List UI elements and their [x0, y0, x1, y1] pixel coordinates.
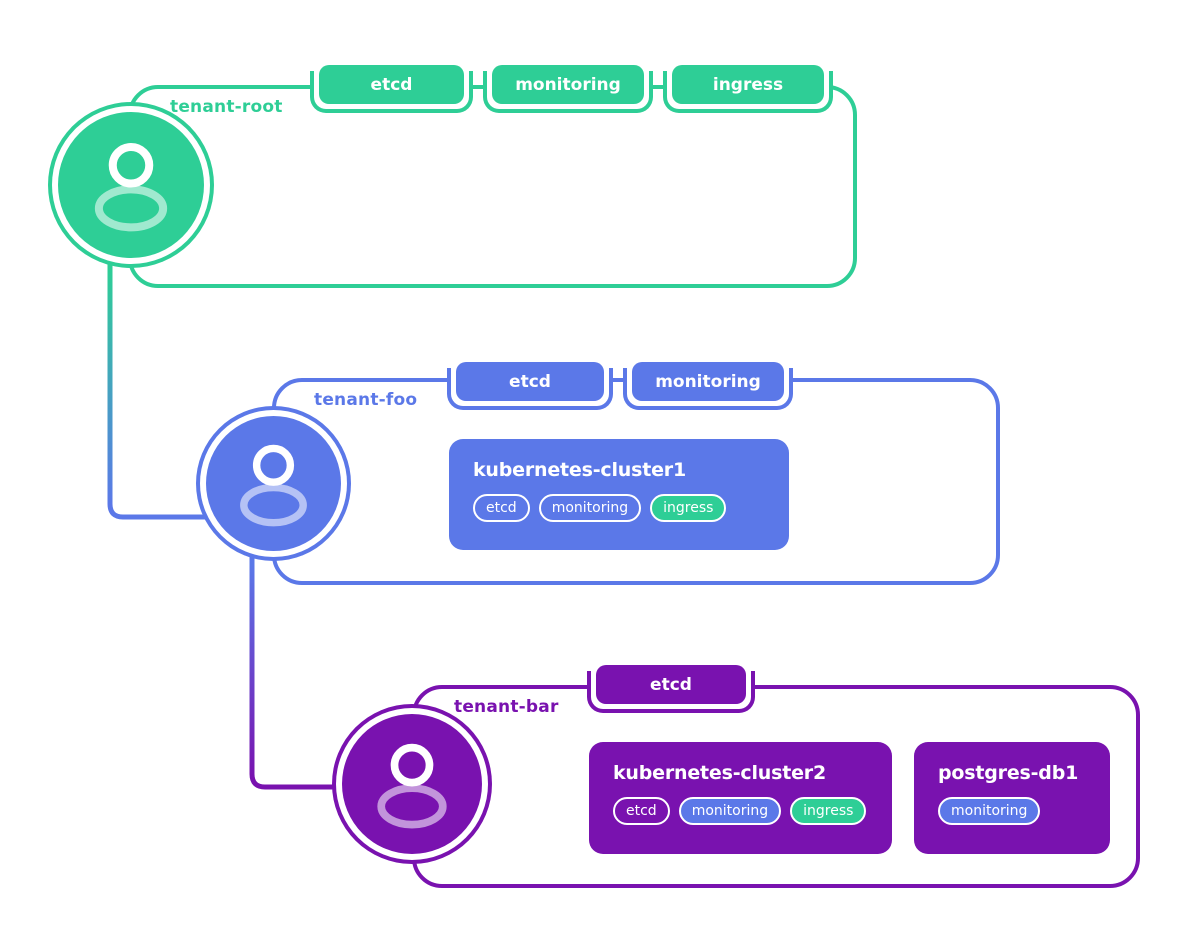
tenant-bar-box: tenant-bar etcd kubernetes-cluster2 etcd…	[412, 665, 1140, 888]
tenant-bar-tag-etcd: etcd	[587, 665, 755, 713]
workload-pill-ingress: ingress	[790, 797, 867, 825]
tenant-root-tag-monitoring: monitoring	[483, 65, 653, 113]
tenant-foo-tag-monitoring: monitoring	[623, 362, 793, 410]
tenant-root-box: tenant-root etcd monitoring ingress	[128, 65, 857, 288]
tenant-root-avatar	[58, 112, 204, 258]
workload-card-kubernetes-cluster1: kubernetes-cluster1 etcd monitoring ingr…	[449, 439, 789, 550]
workload-card-postgres-db1: postgres-db1 monitoring	[914, 742, 1110, 854]
person-icon	[377, 743, 447, 829]
workload-card-kubernetes-cluster2: kubernetes-cluster2 etcd monitoring ingr…	[589, 742, 892, 854]
workload-pill-monitoring: monitoring	[678, 797, 782, 825]
tenant-bar-avatar	[342, 714, 482, 854]
workload-title: postgres-db1	[938, 762, 1079, 784]
tenant-foo-tag-etcd: etcd	[447, 362, 613, 410]
workload-pill-monitoring: monitoring	[938, 797, 1041, 825]
workload-pill-row: monitoring	[938, 797, 1086, 825]
workload-pill-etcd: etcd	[473, 494, 530, 522]
person-icon	[94, 143, 168, 232]
person-icon	[240, 444, 307, 527]
workload-pill-ingress: ingress	[650, 494, 727, 522]
workload-pill-row: etcd monitoring ingress	[613, 797, 868, 825]
workload-title: kubernetes-cluster2	[613, 762, 826, 784]
workload-title: kubernetes-cluster1	[473, 459, 686, 481]
workload-pill-monitoring: monitoring	[538, 494, 642, 522]
tenant-foo-avatar	[206, 416, 341, 551]
tenant-root-tag-etcd: etcd	[310, 65, 473, 113]
tenant-root-label: tenant-root	[170, 97, 283, 117]
workload-pill-etcd: etcd	[613, 797, 670, 825]
connector-foo-to-bar	[249, 500, 395, 790]
tenant-root-tag-ingress: ingress	[663, 65, 833, 113]
tenant-foo-label: tenant-foo	[314, 390, 418, 410]
connector-root-to-foo	[107, 190, 250, 520]
tenant-bar-label: tenant-bar	[454, 697, 559, 717]
workload-pill-row: etcd monitoring ingress	[473, 494, 765, 522]
tenant-foo-box: tenant-foo etcd monitoring kubernetes-cl…	[272, 362, 1000, 585]
